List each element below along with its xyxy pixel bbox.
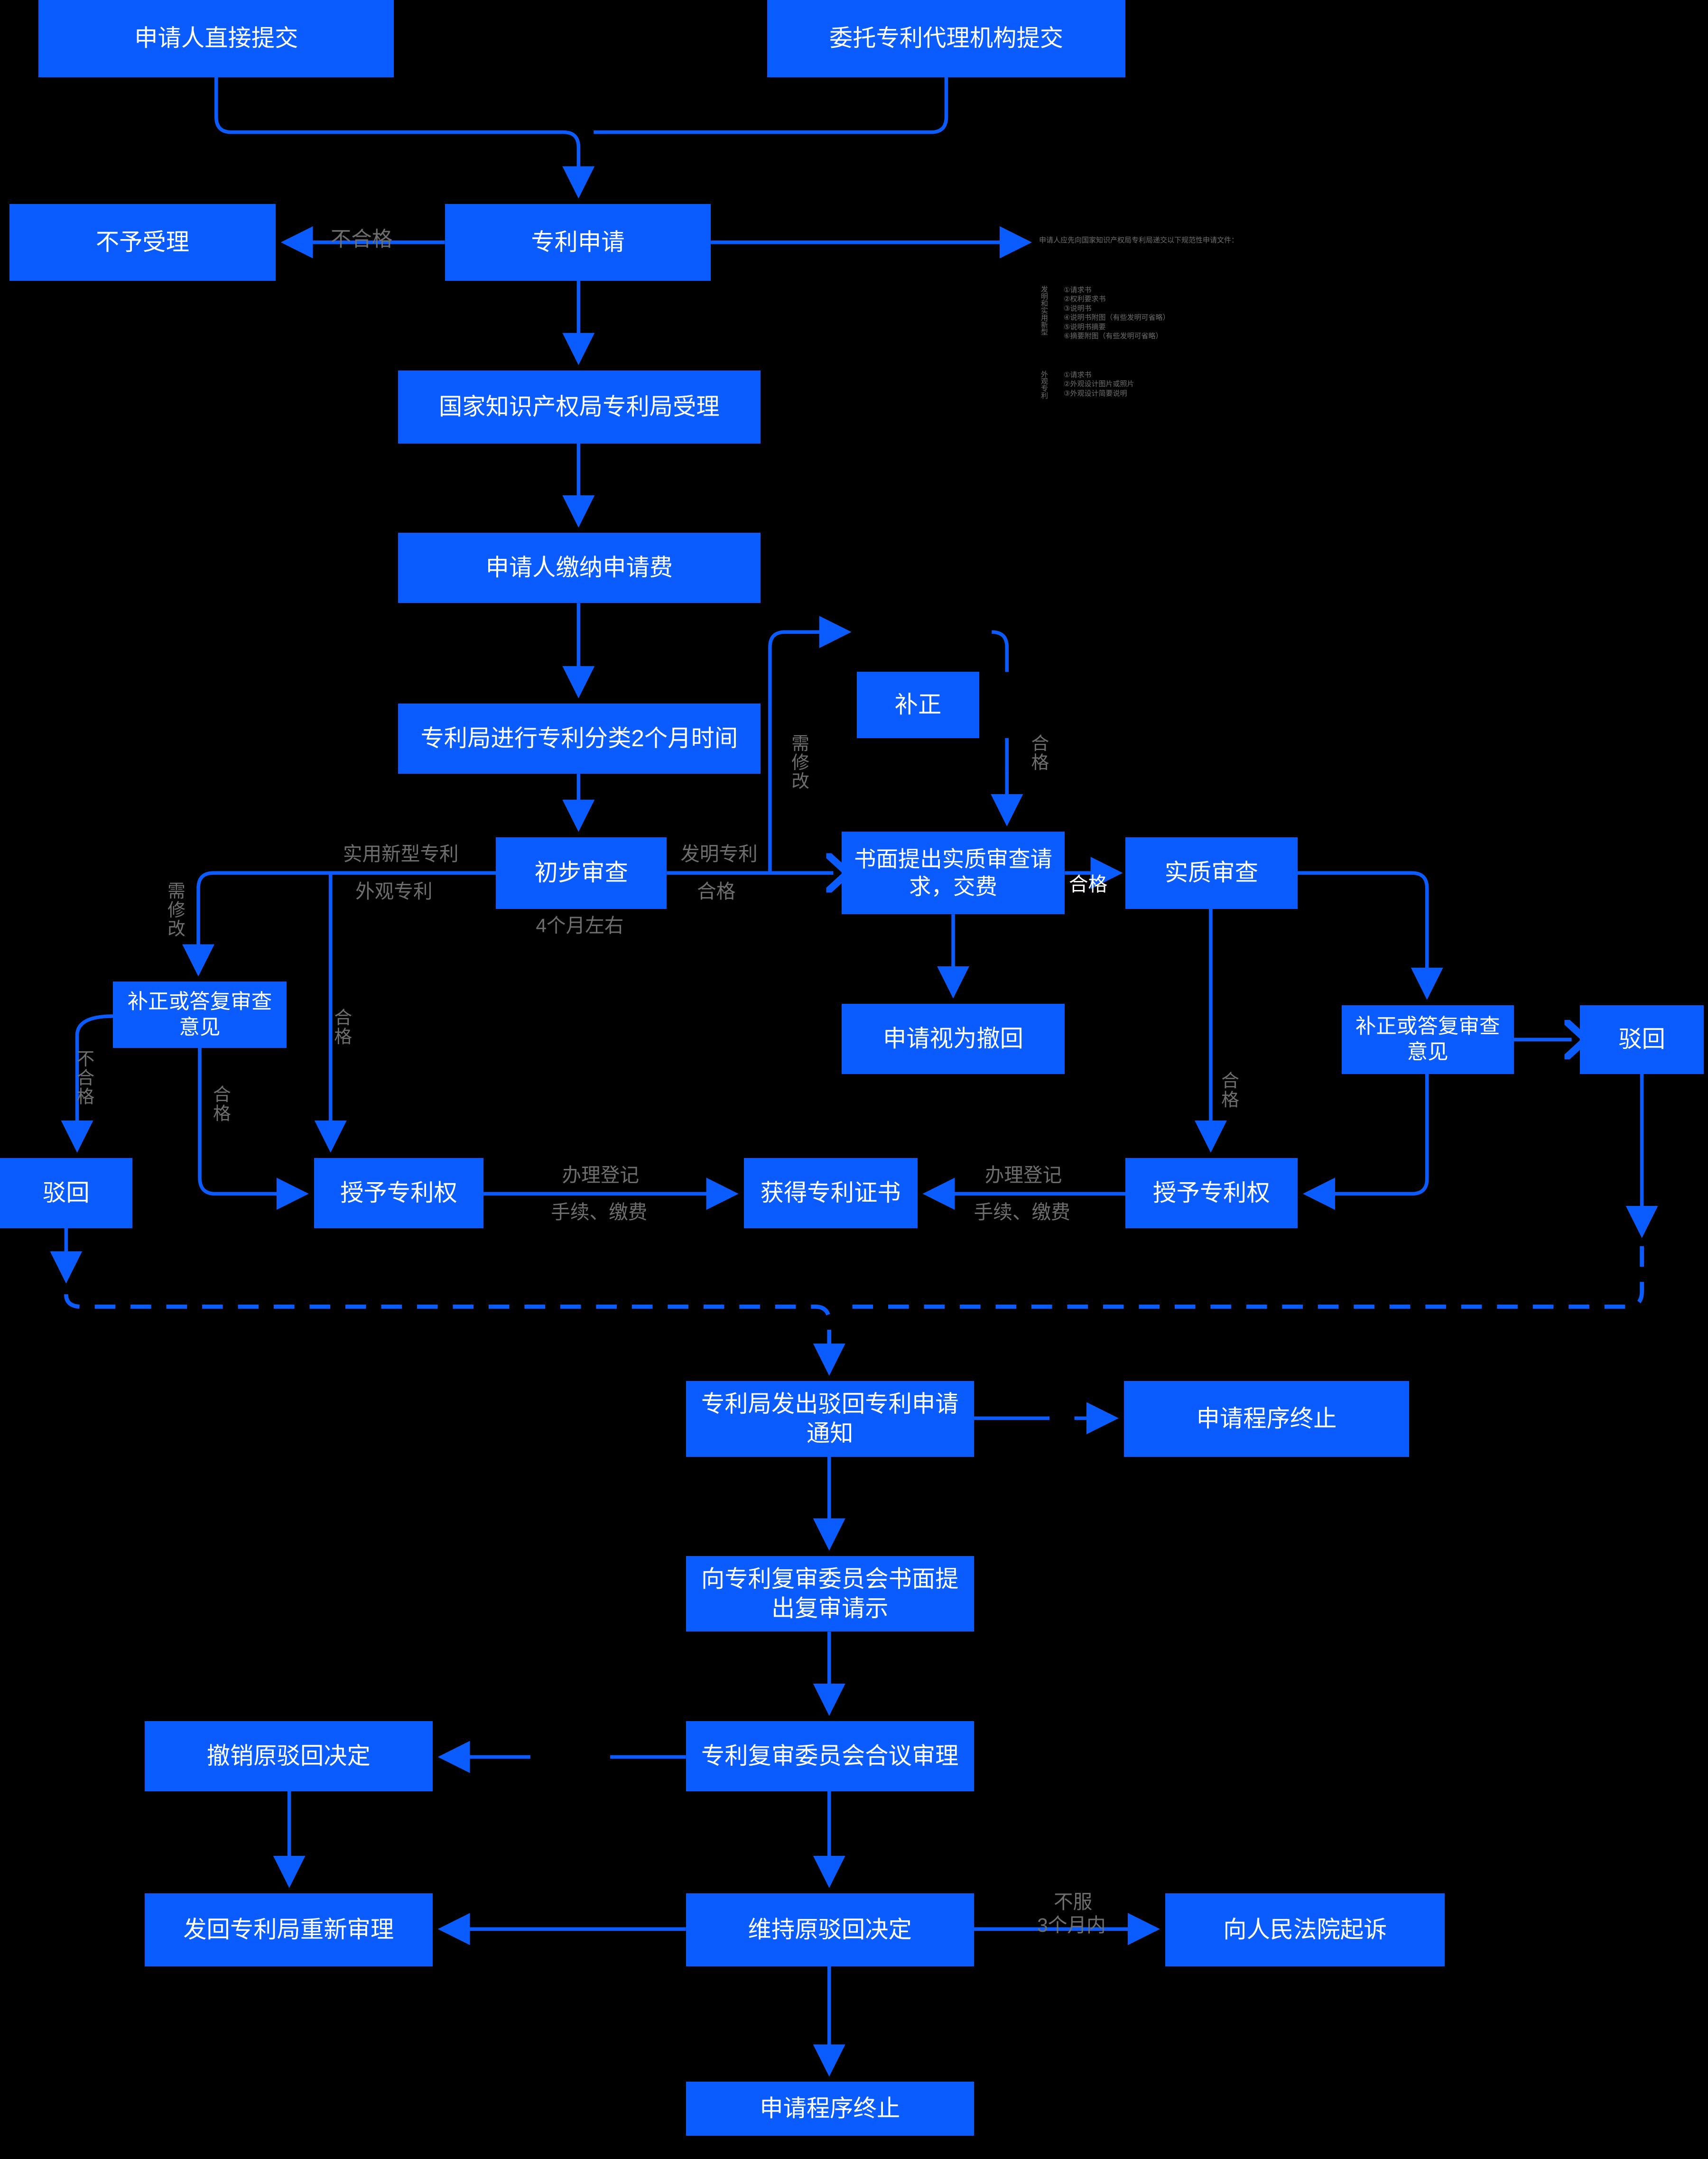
edge-label-dissatisfied: 不服 [1053, 1891, 1093, 1913]
node-label: 授予专利权 [1153, 1180, 1270, 1206]
node-reject-notice[interactable]: 专利局发出驳回专利申请通知 [686, 1381, 974, 1457]
node-label: 专利复审委员会合议审理 [701, 1743, 959, 1770]
node-reject-right[interactable]: 驳回 [1580, 1005, 1704, 1074]
edge-label-utility-model: 实用新型专利 [343, 843, 459, 865]
node-label: 授予专利权 [340, 1180, 457, 1206]
node-cnipa-accept[interactable]: 国家知识产权局专利局受理 [398, 370, 761, 444]
node-label: 初步审查 [534, 860, 628, 886]
annotation-category: 外观专利 [1040, 370, 1048, 399]
edge-label-qualified-prelim: 合格 [697, 880, 736, 902]
node-board-hearing[interactable]: 专利复审委员会合议审理 [686, 1721, 974, 1792]
edge-label-register-right-2: 手续、缴费 [974, 1201, 1070, 1223]
node-label: 补正 [894, 692, 942, 718]
edge-label-qualified-subst: 合格 [1218, 1071, 1239, 1109]
node-patent-application[interactable]: 专利申请 [445, 204, 711, 281]
edge-label-within-3-months: 3个月内 [1037, 1914, 1106, 1937]
annotation-item: ③说明书 [1064, 304, 1092, 313]
node-label: 驳回 [43, 1180, 90, 1206]
node-label: 驳回 [1618, 1026, 1665, 1053]
annotation-item: ②外观设计图片或照片 [1064, 380, 1134, 389]
node-label: 不予受理 [95, 229, 190, 255]
edge-label-unqualified: 不合格 [330, 228, 393, 251]
edge-label-register-right-1: 办理登记 [984, 1164, 1062, 1186]
node-classify[interactable]: 专利局进行专利分类2个月时间 [398, 704, 761, 774]
edge-label-qualified-design: 合格 [331, 1008, 352, 1046]
node-label: 专利局发出驳回专利申请通知 [701, 1391, 959, 1446]
node-revoke-rejection[interactable]: 撤销原驳回决定 [144, 1721, 433, 1792]
node-grant-left[interactable]: 授予专利权 [314, 1158, 484, 1228]
node-label: 维持原驳回决定 [748, 1916, 912, 1943]
edge-label-need-amend-1: 需修改 [789, 733, 809, 791]
node-prelim-exam[interactable]: 初步审查 [496, 837, 667, 909]
node-label: 获得专利证书 [760, 1180, 901, 1206]
node-amend[interactable]: 补正 [856, 672, 980, 738]
node-proc-terminated-1[interactable]: 申请程序终止 [1124, 1381, 1409, 1457]
node-label: 申请程序终止 [1196, 1406, 1337, 1432]
node-label: 申请人直接提交 [134, 25, 298, 52]
annotation-item: ②权利要求书 [1064, 295, 1106, 304]
annotation-item: ④说明书附图（有些发明可省略） [1064, 314, 1170, 322]
node-label: 补正或答复审查意见 [1355, 1015, 1500, 1064]
node-court[interactable]: 向人民法院起诉 [1165, 1893, 1445, 1966]
edge-label-qualified-left: 合格 [210, 1085, 231, 1123]
node-certificate[interactable]: 获得专利证书 [743, 1158, 918, 1228]
node-label: 申请视为撤回 [883, 1026, 1023, 1052]
node-remand[interactable]: 发回专利局重新审理 [144, 1893, 433, 1966]
node-label: 补正或答复审查意见 [127, 990, 272, 1039]
node-label: 发回专利局重新审理 [183, 1916, 394, 1943]
node-grant-right[interactable]: 授予专利权 [1125, 1158, 1298, 1228]
node-amend-reply-right[interactable]: 补正或答复审查意见 [1341, 1005, 1514, 1074]
node-label: 国家知识产权局专利局受理 [438, 393, 720, 420]
node-reject-left[interactable]: 驳回 [0, 1158, 132, 1228]
node-pay-fee[interactable]: 申请人缴纳申请费 [398, 533, 761, 603]
node-proc-terminated-2[interactable]: 申请程序终止 [686, 2082, 974, 2136]
node-label: 向专利复审委员会书面提出复审请示 [701, 1566, 959, 1622]
edge-label-about-4-months: 4个月左右 [536, 915, 624, 937]
edge-label-unqualified-left: 不合格 [74, 1049, 94, 1106]
node-request-subst[interactable]: 书面提出实质审查请求，交费 [841, 832, 1065, 915]
node-substantive-exam[interactable]: 实质审查 [1125, 837, 1298, 909]
node-uphold-rejection[interactable]: 维持原驳回决定 [686, 1893, 974, 1966]
annotation-item: ⑤说明书摘要 [1064, 323, 1106, 331]
node-label: 委托专利代理机构提交 [829, 25, 1064, 52]
node-label: 申请程序终止 [760, 2095, 900, 2122]
edge-label-design-patent: 外观专利 [355, 880, 433, 902]
node-review-request[interactable]: 向专利复审委员会书面提出复审请示 [686, 1556, 974, 1632]
edge-label-invention-patent: 发明专利 [680, 843, 758, 865]
node-direct-submit[interactable]: 申请人直接提交 [38, 0, 394, 77]
edge-label-register-left-2: 手续、缴费 [551, 1201, 648, 1223]
node-label: 专利申请 [531, 229, 625, 255]
node-label: 实质审查 [1164, 860, 1259, 886]
node-deemed-withdrawn[interactable]: 申请视为撤回 [841, 1003, 1065, 1074]
annotation-item: ⑥摘要附图（有些发明可省略） [1064, 332, 1163, 341]
node-amend-reply-left[interactable]: 补正或答复审查意见 [113, 982, 287, 1048]
edge-label-register-left-1: 办理登记 [562, 1164, 640, 1186]
node-label: 书面提出实质审查请求，交费 [854, 847, 1052, 899]
annotation-category: 发明和实用新型 [1040, 285, 1048, 335]
node-label: 向人民法院起诉 [1223, 1916, 1387, 1943]
annotation-item: ①请求书 [1064, 286, 1092, 294]
node-agency-submit[interactable]: 委托专利代理机构提交 [767, 0, 1125, 77]
node-not-accepted[interactable]: 不予受理 [9, 204, 276, 281]
edge-label-qualified-amend: 合格 [1028, 733, 1049, 772]
annotation-item: ①请求书 [1064, 371, 1092, 379]
node-label: 撤销原驳回决定 [206, 1743, 371, 1770]
edge-label-need-amend-2: 需修改 [165, 881, 185, 938]
annotation-heading: 申请人应先向国家知识产权局专利局递交以下规范性申请文件： [1039, 236, 1239, 244]
node-label: 申请人缴纳申请费 [485, 555, 673, 581]
annotation-block: 申请人应先向国家知识产权局专利局递交以下规范性申请文件： 发明和实用新型 ①请求书… [1039, 216, 1466, 418]
node-label: 专利局进行专利分类2个月时间 [420, 725, 738, 752]
edge-label-qualified-white: 合格 [1068, 873, 1108, 896]
annotation-item: ③外观设计简要说明 [1064, 389, 1127, 398]
